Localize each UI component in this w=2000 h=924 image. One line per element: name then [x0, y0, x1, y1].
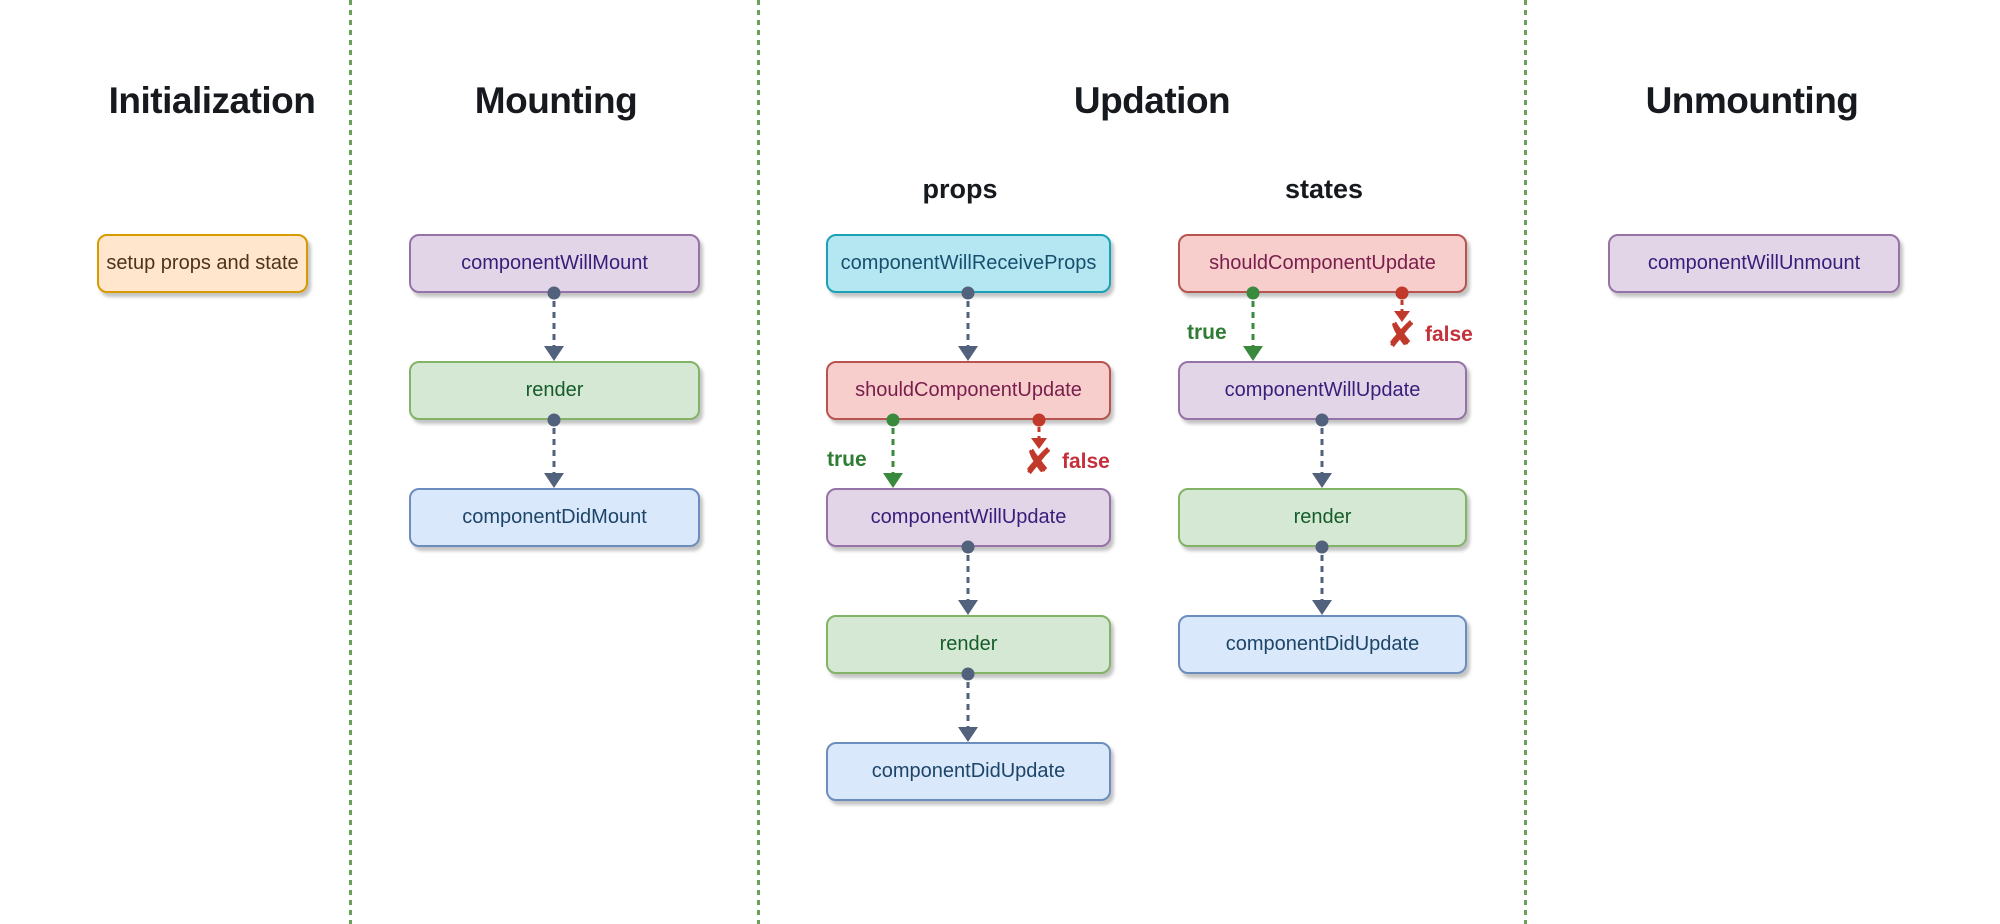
- false-branch-dot: [1032, 413, 1046, 427]
- false-x-icon: ✘: [1022, 442, 1054, 483]
- true-branch-arrow-head-icon: [1243, 346, 1263, 361]
- section-title-unmounting: Unmounting: [1645, 80, 1859, 121]
- true-branch-line: [1251, 301, 1255, 346]
- node-componentdidmount: componentDidMount: [409, 488, 700, 547]
- node-shouldcomponentupdate-props: shouldComponentUpdate: [826, 361, 1111, 420]
- false-branch-dot: [1395, 286, 1409, 300]
- flow-arrow-line: [1320, 428, 1324, 473]
- node-componentwillunmount: componentWillUnmount: [1608, 234, 1900, 293]
- subgroup-title-props: props: [922, 174, 998, 204]
- flow-arrow-line: [1320, 555, 1324, 600]
- true-label: true: [1187, 321, 1227, 344]
- section-title-updation: Updation: [1073, 80, 1231, 121]
- true-branch-dot: [1246, 286, 1260, 300]
- arrow-head-icon: [1312, 600, 1332, 615]
- arrow-origin-dot: [961, 286, 975, 300]
- separator-line: [757, 0, 760, 924]
- arrow-head-icon: [958, 600, 978, 615]
- false-branch-line: [1400, 300, 1404, 311]
- flow-arrow-line: [966, 301, 970, 346]
- node-render-mounting: render: [409, 361, 700, 420]
- arrow-head-icon: [1312, 473, 1332, 488]
- false-branch-arrow-head-icon: [1031, 438, 1047, 449]
- flow-arrow-line: [966, 555, 970, 600]
- arrow-origin-dot: [961, 667, 975, 681]
- arrow-origin-dot: [547, 413, 561, 427]
- node-componentwillupdate-props: componentWillUpdate: [826, 488, 1111, 547]
- section-title-mounting: Mounting: [474, 80, 638, 121]
- node-componentwillupdate-states: componentWillUpdate: [1178, 361, 1467, 420]
- node-setup-props-and-state: setup props and state: [97, 234, 308, 293]
- node-componentwillmount: componentWillMount: [409, 234, 700, 293]
- arrow-head-icon: [958, 727, 978, 742]
- false-branch-line: [1037, 427, 1041, 438]
- node-componentdidupdate-states: componentDidUpdate: [1178, 615, 1467, 674]
- section-title-initialization: Initialization: [108, 80, 316, 121]
- true-label: true: [827, 448, 867, 471]
- flow-arrow-line: [552, 301, 556, 346]
- arrow-origin-dot: [1315, 413, 1329, 427]
- true-branch-line: [891, 428, 895, 473]
- false-label: false: [1425, 323, 1473, 346]
- node-componentdidupdate-props: componentDidUpdate: [826, 742, 1111, 801]
- true-branch-arrow-head-icon: [883, 473, 903, 488]
- separator-line: [349, 0, 352, 924]
- arrow-head-icon: [958, 346, 978, 361]
- arrow-head-icon: [544, 473, 564, 488]
- arrow-origin-dot: [961, 540, 975, 554]
- subgroup-title-states: states: [1284, 174, 1364, 204]
- node-render-states: render: [1178, 488, 1467, 547]
- flow-arrow-line: [552, 428, 556, 473]
- true-branch-dot: [886, 413, 900, 427]
- arrow-head-icon: [544, 346, 564, 361]
- node-render-props: render: [826, 615, 1111, 674]
- flow-arrow-line: [966, 682, 970, 727]
- node-shouldcomponentupdate-states: shouldComponentUpdate: [1178, 234, 1467, 293]
- arrow-origin-dot: [1315, 540, 1329, 554]
- separator-line: [1524, 0, 1527, 924]
- false-label: false: [1062, 450, 1110, 473]
- node-componentwillreceiveprops: componentWillReceiveProps: [826, 234, 1111, 293]
- arrow-origin-dot: [547, 286, 561, 300]
- false-x-icon: ✘: [1385, 315, 1417, 356]
- false-branch-arrow-head-icon: [1394, 311, 1410, 322]
